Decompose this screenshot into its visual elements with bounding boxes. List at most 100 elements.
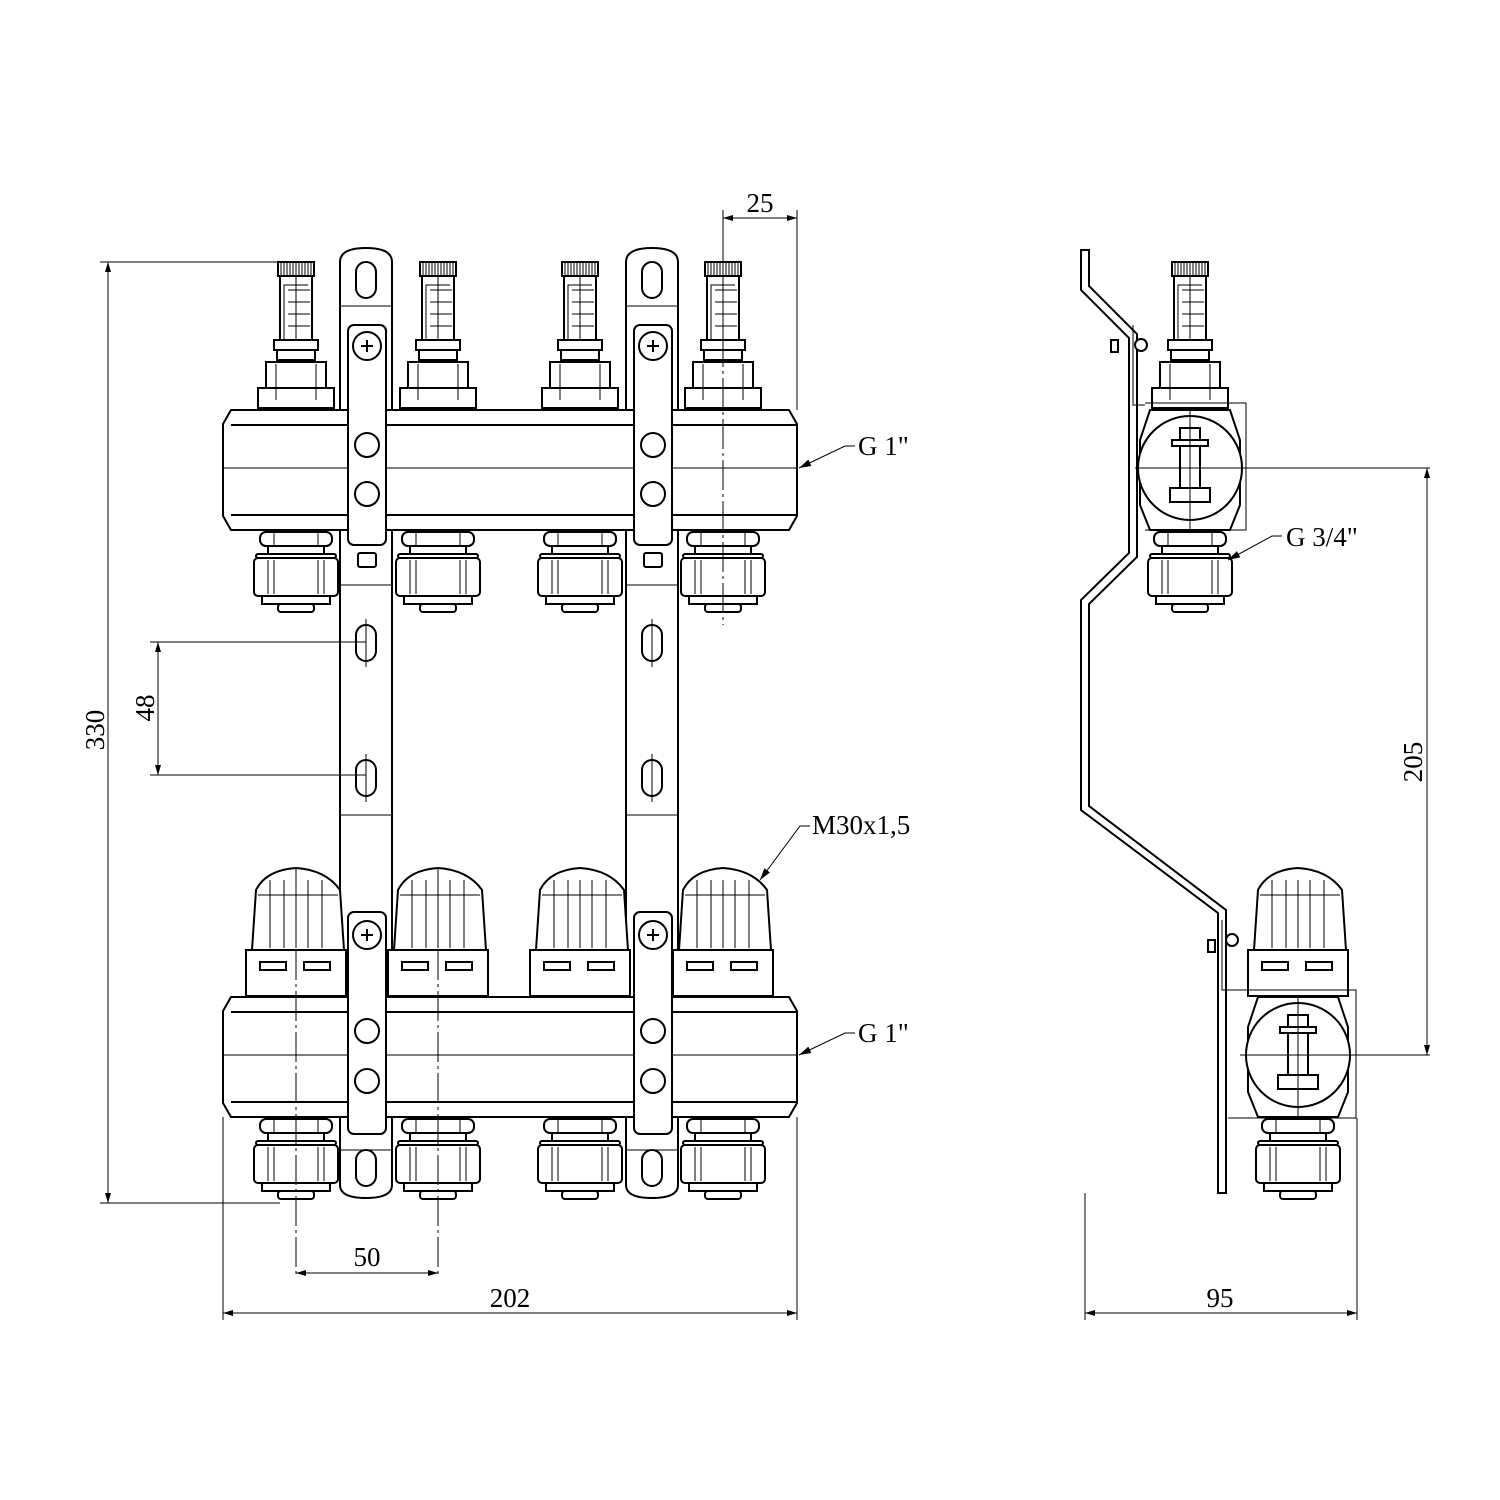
hex-nut bbox=[543, 1118, 617, 1134]
side-view bbox=[1080, 249, 1430, 1200]
clamp-hole bbox=[640, 1068, 666, 1094]
arrowhead bbox=[1228, 551, 1241, 560]
dim-202 bbox=[223, 1310, 797, 1316]
clamp-tab bbox=[357, 552, 377, 568]
dim-95-label: 95 bbox=[1207, 1283, 1234, 1313]
mount-slot bbox=[355, 261, 377, 299]
wall-bracket-profile bbox=[1080, 249, 1227, 1194]
mount-slot bbox=[355, 1149, 377, 1187]
dim-202-label: 202 bbox=[490, 1283, 531, 1313]
collar-slot bbox=[686, 961, 714, 971]
cap-body bbox=[677, 866, 773, 951]
compression-fitting bbox=[680, 1118, 766, 1200]
fitting-base bbox=[261, 595, 331, 605]
arrowhead bbox=[105, 1193, 111, 1203]
return-bar bbox=[222, 996, 798, 1118]
scale-frame bbox=[283, 284, 308, 346]
clamp-hole bbox=[354, 1068, 380, 1094]
hex-nut bbox=[1261, 1118, 1335, 1134]
dim-330 bbox=[105, 262, 111, 1203]
thread bbox=[267, 545, 325, 555]
clamp-hole bbox=[354, 432, 380, 458]
valve-collar bbox=[672, 949, 774, 997]
arrowhead bbox=[1085, 1310, 1095, 1316]
hex-nut bbox=[543, 531, 617, 547]
flowmeter-nut-base bbox=[257, 387, 335, 409]
flowmeter-nut bbox=[407, 361, 469, 389]
scale-frame bbox=[425, 284, 450, 346]
leader-top-bar bbox=[798, 445, 855, 469]
collar-slot bbox=[587, 961, 615, 971]
arrowhead bbox=[223, 1310, 233, 1316]
union-nut bbox=[1255, 1144, 1341, 1184]
arrowhead bbox=[296, 1270, 306, 1276]
arrowhead bbox=[799, 459, 812, 468]
arrowhead bbox=[723, 215, 733, 221]
fitting-base bbox=[545, 1182, 615, 1192]
dim-48-label: 48 bbox=[130, 695, 160, 722]
flowmeter-ring bbox=[560, 349, 600, 361]
cap-body bbox=[392, 866, 488, 951]
flowmeter-ring bbox=[557, 339, 603, 351]
arrowhead bbox=[155, 765, 161, 775]
flowmeter-nut-base bbox=[399, 387, 477, 409]
clip bbox=[1132, 325, 1145, 406]
thread bbox=[1161, 545, 1219, 555]
valve-collar bbox=[529, 949, 631, 997]
thread bbox=[551, 545, 609, 555]
flowmeter-nut-base bbox=[541, 387, 619, 409]
pipe-stub bbox=[277, 603, 315, 613]
fitting-base bbox=[545, 595, 615, 605]
union-nut bbox=[680, 1144, 766, 1184]
collar-slot bbox=[543, 961, 571, 971]
flowmeter-ring bbox=[418, 349, 458, 361]
arrowhead bbox=[428, 1270, 438, 1276]
pipe-stub bbox=[704, 1190, 742, 1200]
flowmeter-nut bbox=[265, 361, 327, 389]
flowmeter bbox=[257, 261, 335, 409]
scale-frame bbox=[710, 284, 735, 346]
leader-line bbox=[798, 445, 855, 469]
flowmeter-ring bbox=[276, 349, 316, 361]
side-supply-assembly bbox=[1135, 261, 1430, 613]
union-nut bbox=[395, 557, 481, 597]
screw-head bbox=[1225, 933, 1239, 947]
dimension-lines bbox=[100, 210, 1430, 1320]
dim-25-label: 25 bbox=[747, 188, 774, 218]
union-nut bbox=[537, 557, 623, 597]
scale-frame bbox=[1177, 284, 1202, 346]
top-clamp bbox=[347, 324, 387, 568]
flowmeter-nut bbox=[1159, 361, 1221, 389]
thread bbox=[409, 545, 467, 555]
top-bar-thread-label: G 1" bbox=[858, 431, 909, 461]
hex-nut bbox=[1153, 531, 1227, 547]
flowmeter-ring bbox=[1170, 349, 1210, 361]
flowmeter-ring bbox=[1167, 339, 1213, 351]
dim-205-label: 205 bbox=[1398, 742, 1428, 783]
pipe-stub bbox=[419, 603, 457, 613]
dim-205 bbox=[1424, 468, 1430, 1055]
collar-slot bbox=[401, 961, 429, 971]
collar-slot bbox=[303, 961, 331, 971]
compression-fitting bbox=[395, 531, 481, 613]
dim-48 bbox=[155, 642, 161, 775]
bottom-clamp bbox=[633, 911, 673, 1135]
cap-body bbox=[1252, 866, 1348, 951]
compression-fitting bbox=[253, 531, 339, 613]
front-view bbox=[222, 246, 798, 1275]
dim-50 bbox=[296, 1270, 438, 1276]
leader-valve-thread bbox=[759, 825, 810, 881]
compression-fitting bbox=[537, 1118, 623, 1200]
screw-cross bbox=[647, 340, 659, 352]
pipe-stub bbox=[561, 1190, 599, 1200]
bracket-lug bbox=[1110, 339, 1119, 353]
arrowhead bbox=[787, 215, 797, 221]
dim-25 bbox=[723, 215, 797, 221]
flowmeter-ring bbox=[415, 339, 461, 351]
pipe-stub bbox=[1279, 1190, 1317, 1200]
flowmeter-nut bbox=[549, 361, 611, 389]
leader-outlet-thread bbox=[1227, 535, 1282, 561]
side-return-assembly bbox=[1228, 866, 1430, 1200]
clamp-hole bbox=[640, 481, 666, 507]
